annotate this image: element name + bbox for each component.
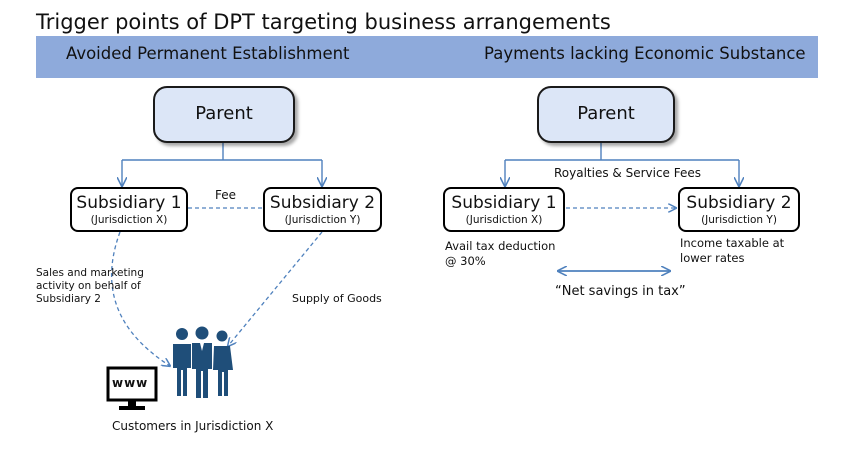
- left-sub1-jurisdiction: (Jurisdiction X): [90, 214, 168, 226]
- slide-background: [32, 8, 818, 456]
- right-sub1-jurisdiction: (Jurisdiction X): [465, 214, 543, 226]
- income-taxable-label-2: lower rates: [680, 251, 745, 265]
- fee-label: Fee: [215, 188, 237, 202]
- right-subsidiary-2-box: Subsidiary 2 (Jurisdiction Y): [678, 187, 800, 232]
- left-parent-label: Parent: [195, 103, 253, 124]
- left-sub2-name: Subsidiary 2: [269, 193, 376, 213]
- sales-marketing-label-2: activity on behalf of: [36, 280, 141, 292]
- www-label: www: [112, 376, 149, 390]
- right-sub2-jurisdiction: (Jurisdiction Y): [701, 214, 777, 226]
- band-right-heading: Payments lacking Economic Substance: [484, 44, 806, 63]
- header-band: [36, 36, 818, 78]
- left-subsidiary-1-box: Subsidiary 1 (Jurisdiction X): [70, 187, 188, 232]
- right-subsidiary-1-box: Subsidiary 1 (Jurisdiction X): [443, 187, 565, 232]
- sales-marketing-label-1: Sales and marketing: [36, 267, 144, 279]
- page-title: Trigger points of DPT targeting business…: [36, 10, 611, 34]
- left-sub1-name: Subsidiary 1: [76, 193, 182, 213]
- band-left-heading: Avoided Permanent Establishment: [66, 44, 350, 63]
- right-parent-connector: [505, 143, 739, 186]
- supply-goods-label: Supply of Goods: [292, 292, 382, 305]
- computer-monitor-icon: [106, 366, 158, 410]
- net-savings-label: “Net savings in tax”: [555, 284, 686, 299]
- right-parent-box: Parent: [537, 86, 675, 143]
- sales-marketing-arrow: [111, 231, 170, 366]
- left-parent-box: Parent: [153, 86, 295, 143]
- supply-goods-arrow: [228, 231, 323, 346]
- right-parent-label: Parent: [577, 103, 635, 124]
- left-parent-connector: [122, 143, 322, 186]
- sales-marketing-label-3: Subsidiary 2: [36, 293, 101, 305]
- royalties-label: Royalties & Service Fees: [554, 166, 702, 180]
- left-sub2-jurisdiction: (Jurisdiction Y): [284, 214, 361, 226]
- people-group-icon: [173, 326, 233, 398]
- income-taxable-label-1: Income taxable at: [680, 236, 785, 250]
- right-sub1-name: Subsidiary 1: [451, 193, 557, 213]
- right-sub2-name: Subsidiary 2: [686, 193, 792, 213]
- customers-label: Customers in Jurisdiction X: [112, 419, 274, 433]
- avail-deduction-label-2: @ 30%: [445, 254, 486, 268]
- avail-deduction-label-1: Avail tax deduction: [445, 239, 556, 253]
- left-subsidiary-2-box: Subsidiary 2 (Jurisdiction Y): [263, 187, 382, 232]
